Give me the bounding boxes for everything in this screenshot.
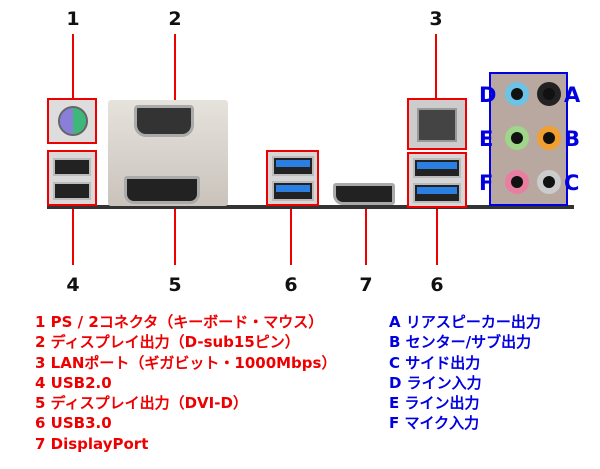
usb3-port-icon — [413, 158, 461, 178]
legend-item: A リアスピーカー出力 — [389, 313, 541, 331]
rj45-port-icon — [417, 108, 457, 142]
legend-item: 1 PS / 2コネクタ（キーボード・マウス） — [35, 313, 324, 331]
callout-4: 4 — [66, 274, 80, 296]
callout-2: 2 — [168, 8, 182, 30]
legend-item: 6 USB3.0 — [35, 414, 112, 433]
display-plate — [108, 100, 228, 206]
dvi-port-icon — [124, 176, 200, 204]
ps2-connector-icon — [58, 106, 88, 136]
usb2-port-icon — [53, 158, 91, 176]
usb2-port-icon — [53, 182, 91, 200]
port-legend: 1 PS / 2コネクタ（キーボード・マウス） 2 ディスプレイ出力（D-sub… — [35, 312, 336, 454]
audio-label-b: B — [564, 127, 581, 151]
vga-port-icon — [134, 105, 194, 137]
callout-3: 3 — [429, 8, 443, 30]
leader-line-2 — [174, 34, 176, 124]
legend-item: C サイド出力 — [389, 353, 481, 372]
audio-legend: A リアスピーカー出力 B センター/サブ出力 C サイド出力 D ライン入力 … — [389, 312, 541, 434]
audio-label-d: D — [479, 83, 497, 107]
callout-6b: 6 — [430, 274, 444, 296]
legend-item: 7 DisplayPort — [35, 434, 149, 453]
audio-label-e: E — [479, 127, 494, 151]
callout-7: 7 — [359, 274, 373, 296]
legend-item: 5 ディスプレイ出力（DVI-D） — [35, 394, 248, 413]
audio-label-f: F — [479, 171, 494, 195]
legend-item: F マイク入力 — [389, 414, 480, 433]
leader-line-3 — [435, 34, 437, 98]
callout-5: 5 — [168, 274, 182, 296]
line-out-jack-icon — [505, 126, 529, 150]
usb3-port-icon — [272, 156, 314, 176]
leader-line-7 — [365, 200, 367, 265]
callout-6a: 6 — [284, 274, 298, 296]
line-in-jack-icon — [505, 82, 529, 106]
legend-item: B センター/サブ出力 — [389, 333, 532, 352]
mic-in-jack-icon — [505, 170, 529, 194]
leader-line-4 — [72, 205, 74, 265]
usb3-port-icon — [272, 181, 314, 201]
usb3-port-icon — [413, 183, 461, 203]
leader-line-6a — [290, 205, 292, 265]
rear-speaker-jack-icon — [537, 82, 561, 106]
usb2-ports — [47, 150, 97, 206]
audio-label-a: A — [564, 83, 581, 107]
legend-item: 3 LANポート（ギガビット・1000Mbps） — [35, 353, 337, 372]
center-sub-jack-icon — [537, 126, 561, 150]
legend-item: 4 USB2.0 — [35, 373, 112, 392]
ps2-port — [47, 98, 97, 144]
lan-port — [407, 98, 467, 150]
side-jack-icon — [537, 170, 561, 194]
audio-jacks — [489, 72, 568, 206]
legend-item: E ライン出力 — [389, 394, 480, 413]
panel-baseline — [47, 205, 574, 209]
displayport-icon — [333, 183, 395, 205]
leader-line-5 — [174, 195, 176, 265]
callout-1: 1 — [66, 8, 80, 30]
leader-line-1 — [72, 34, 74, 98]
usb3-ports-right — [407, 152, 467, 208]
legend-item: 2 ディスプレイ出力（D-sub15ピン） — [35, 333, 300, 352]
leader-line-6b — [436, 207, 438, 265]
audio-label-c: C — [564, 171, 580, 195]
legend-item: D ライン入力 — [389, 373, 482, 392]
usb3-ports-left — [266, 150, 319, 206]
